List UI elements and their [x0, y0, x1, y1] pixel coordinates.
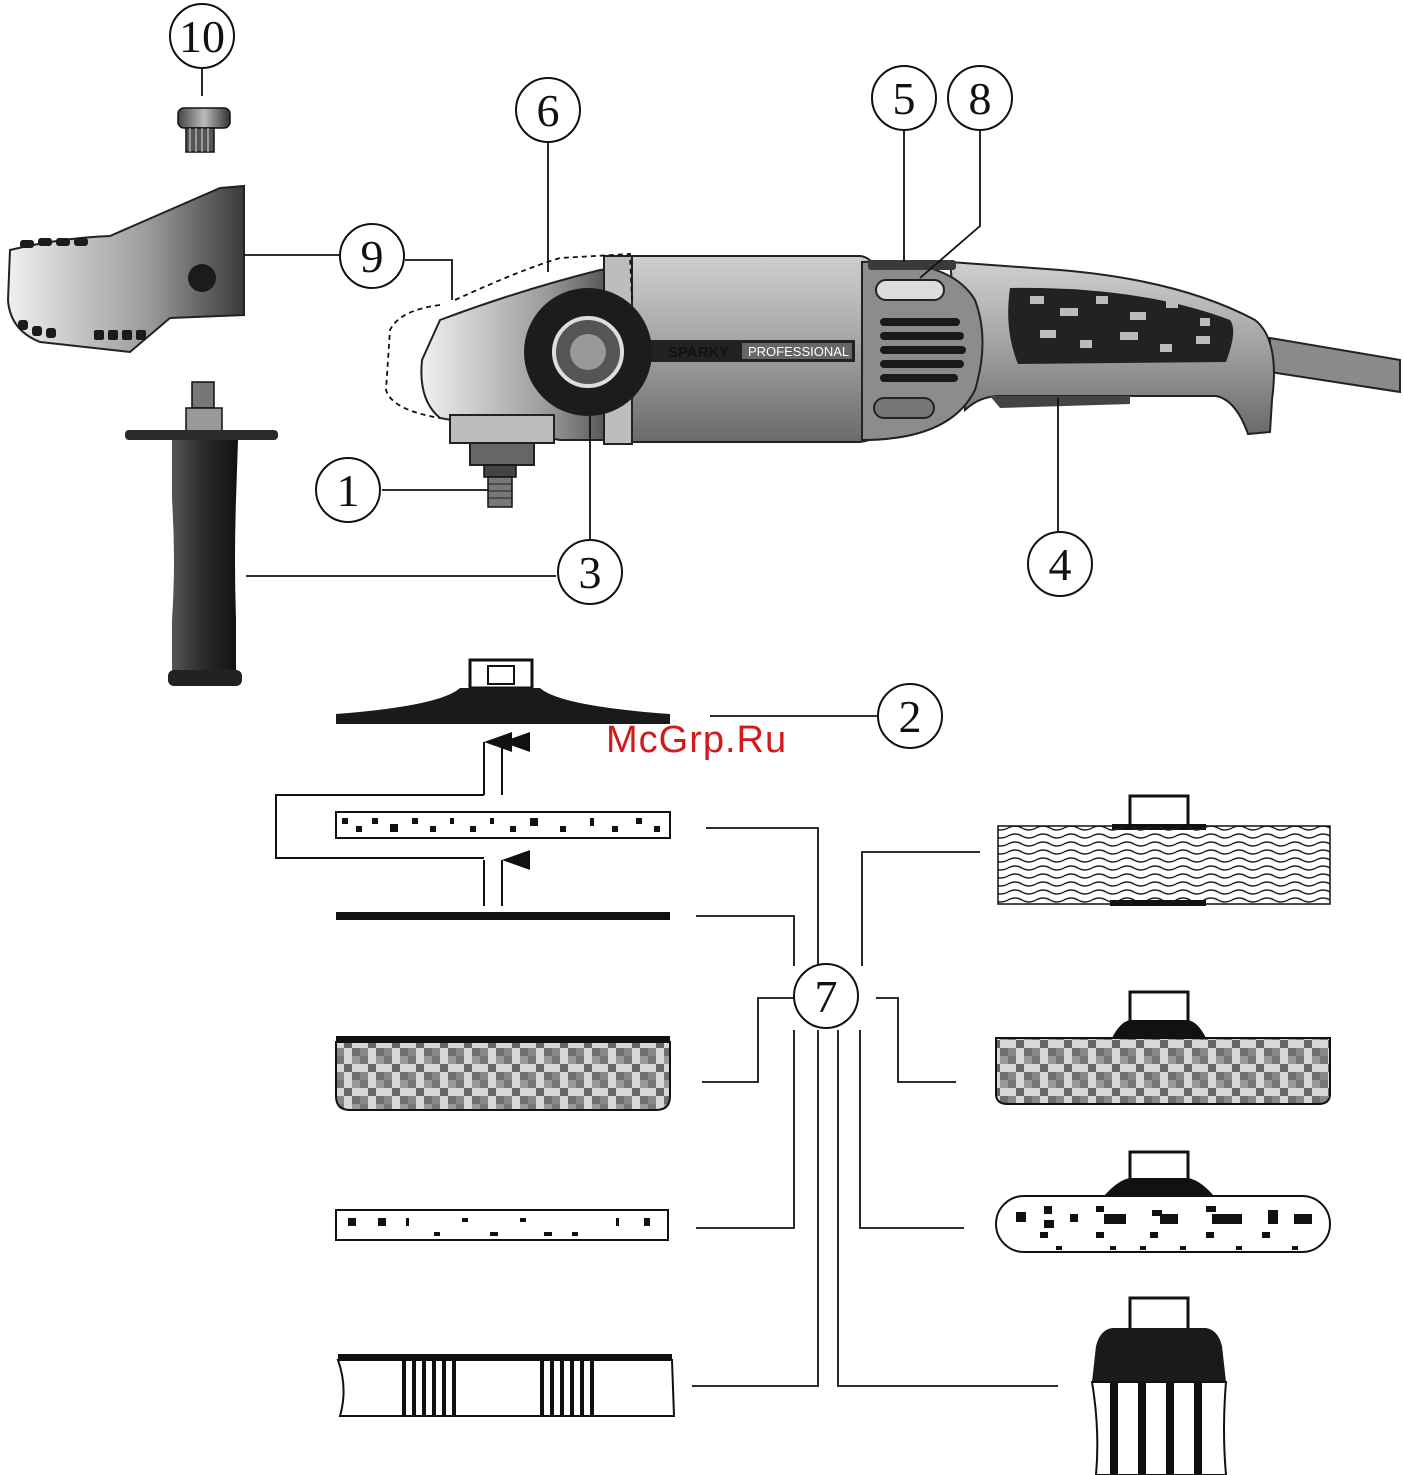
- brand-line: PROFESSIONAL: [748, 344, 849, 359]
- part-9-guard: [8, 186, 244, 352]
- accessory-brush: [1092, 1298, 1226, 1475]
- callout-7: 7: [794, 964, 858, 1028]
- callout-10-label: 10: [179, 11, 225, 62]
- callout-10: 10: [170, 4, 234, 68]
- callout-9: 9: [340, 224, 404, 288]
- callout-8: 8: [948, 66, 1012, 130]
- accessory-felt-disc: [336, 1210, 668, 1240]
- accessory-sanding-disc: [336, 812, 670, 838]
- callout-4-label: 4: [1049, 539, 1072, 590]
- callout-5: 5: [872, 66, 936, 130]
- grinder-body: SPARKY PROFESSIONAL: [386, 254, 1400, 465]
- callout-2-label: 2: [899, 691, 922, 742]
- callout-5-label: 5: [893, 73, 916, 124]
- callout-6: 6: [516, 78, 580, 142]
- accessory-foam-pad-right: [996, 992, 1330, 1104]
- part-2-backing-pad: [336, 660, 670, 724]
- callout-1: 1: [316, 458, 380, 522]
- callout-3: 3: [558, 540, 622, 604]
- watermark: McGrp.Ru: [606, 719, 787, 761]
- part-10-knob: [178, 108, 230, 152]
- accessory-wool-bonnet: [998, 796, 1330, 906]
- callout-9-label: 9: [361, 231, 384, 282]
- brand-name: SPARKY: [668, 344, 729, 361]
- accessory-striped-pad-visible: [338, 1354, 674, 1416]
- callout-4: 4: [1028, 532, 1092, 596]
- accessory-foam-pad-left: [336, 1036, 670, 1110]
- part-3-side-handle: [125, 382, 278, 686]
- accessory-sponge-pad: [996, 1152, 1330, 1252]
- callout-6-label: 6: [537, 85, 560, 136]
- part-1-spindle: [484, 465, 516, 507]
- callouts: 10 9 6 5 8 1 3 4: [170, 4, 1092, 1028]
- callout-2: 2: [878, 684, 942, 748]
- callout-3-label: 3: [579, 547, 602, 598]
- callout-1-label: 1: [337, 465, 360, 516]
- accessory-thin-disc: [336, 912, 670, 920]
- callout-8-label: 8: [969, 73, 992, 124]
- callout-7-label: 7: [815, 971, 838, 1022]
